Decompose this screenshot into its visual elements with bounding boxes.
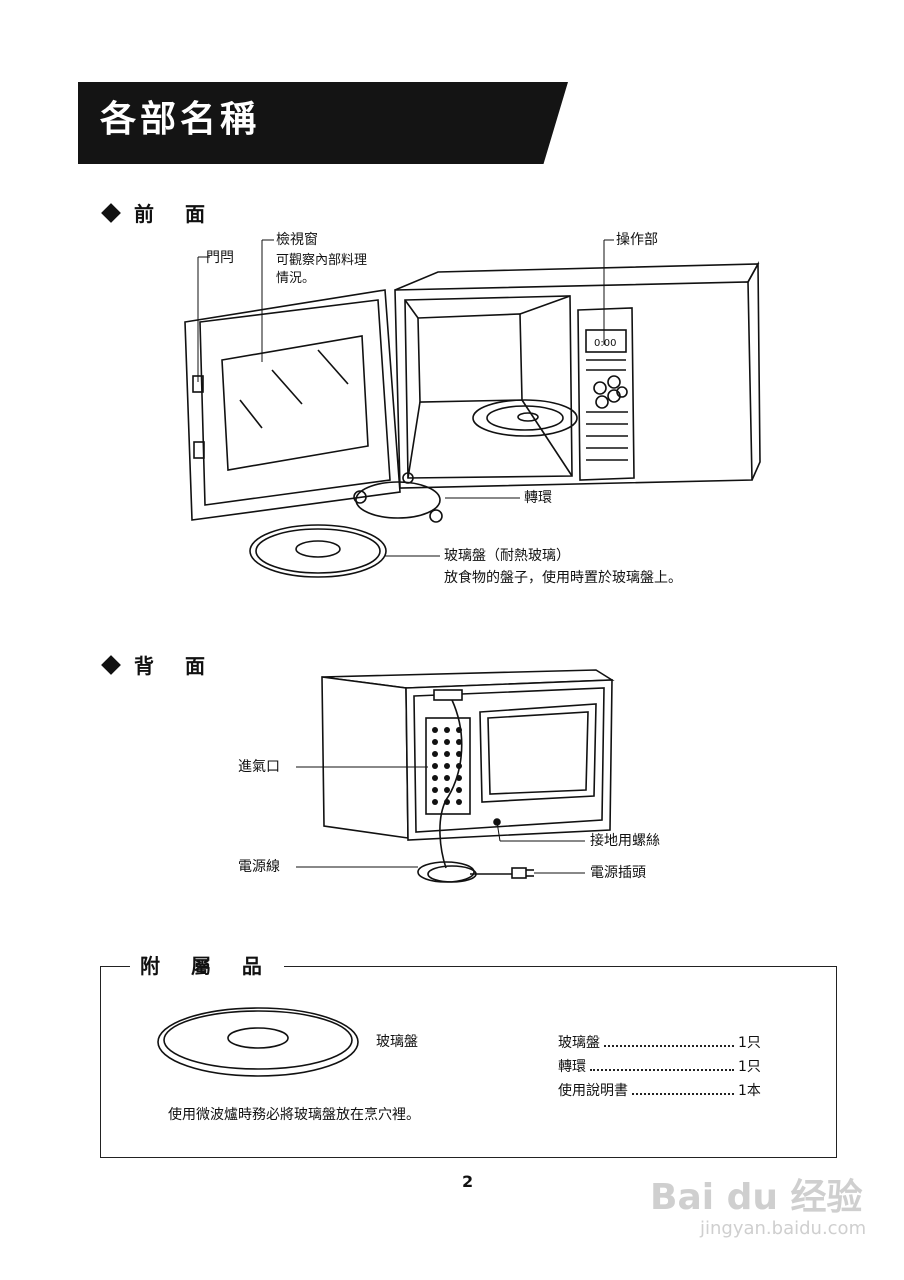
dot-leader <box>604 1035 734 1047</box>
control-panel-label: 操作部 <box>616 232 658 248</box>
page-number: 2 <box>462 1172 474 1191</box>
ground-screw-label: 接地用螺絲 <box>590 833 660 849</box>
glass-tray-label: 玻璃盤（耐熱玻璃） <box>444 548 570 564</box>
window-desc-line2: 情況。 <box>276 271 316 286</box>
watermark-brand: Bai du 经验 <box>650 1177 863 1218</box>
accessories-heading: 附 屬 品 <box>130 952 284 980</box>
accessory-item-qty: 1只 <box>738 1059 761 1075</box>
air-intake-label: 進氣口 <box>238 759 280 775</box>
accessory-note: 使用微波爐時務必將玻璃盤放在烹穴裡。 <box>168 1107 420 1123</box>
page-title: 各部名稱 <box>100 99 261 140</box>
display-time: 0:00 <box>594 338 617 349</box>
power-cord-label: 電源線 <box>238 859 280 875</box>
front-heading: 前 面 <box>134 202 217 226</box>
dot-leader <box>590 1059 734 1071</box>
title-banner <box>78 82 568 164</box>
vent-holes <box>432 727 462 805</box>
door-latch-label: 門閂 <box>206 250 234 266</box>
accessory-item-name: 玻璃盤 <box>558 1035 600 1051</box>
watermark-url: jingyan.baidu.com <box>700 1218 867 1239</box>
accessory-item-qty: 1本 <box>738 1083 761 1099</box>
accessory-item-row: 玻璃盤 1只 <box>558 1032 761 1052</box>
accessory-item-name: 轉環 <box>558 1059 586 1075</box>
back-heading: 背 面 <box>134 654 217 678</box>
accessory-item-qty: 1只 <box>738 1035 761 1051</box>
glass-tray-desc: 放食物的盤子，使用時置於玻璃盤上。 <box>444 570 682 586</box>
dot-leader <box>632 1083 734 1095</box>
accessories-box <box>100 966 837 1158</box>
accessory-item-name: 使用說明書 <box>558 1083 628 1099</box>
accessory-item-row: 使用說明書 1本 <box>558 1080 761 1100</box>
window-label: 檢視窗 <box>276 232 318 248</box>
roller-ring-label: 轉環 <box>524 490 552 506</box>
accessory-item-row: 轉環 1只 <box>558 1056 761 1076</box>
accessory-tray-label: 玻璃盤 <box>376 1034 418 1050</box>
power-plug-label: 電源插頭 <box>590 865 646 881</box>
window-desc-line1: 可觀察內部料理 <box>276 253 368 268</box>
